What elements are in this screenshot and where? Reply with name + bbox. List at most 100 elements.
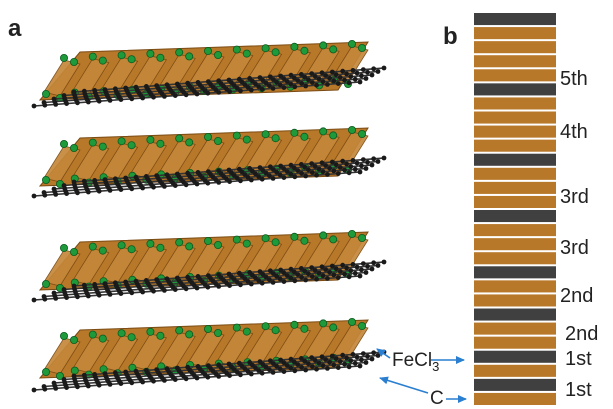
carbon-atom [327, 269, 332, 275]
carbon-atom [31, 103, 37, 109]
carbon-atom [359, 163, 364, 169]
carbon-atom [277, 276, 283, 282]
carbon-atom [205, 273, 211, 278]
carbon-atom [278, 267, 284, 273]
chlorine-atom [203, 47, 212, 56]
fecl3-stripe [474, 167, 556, 180]
carbon-atom [245, 84, 251, 90]
carbon-atom [359, 73, 364, 79]
carbon-atom [331, 168, 337, 174]
carbon-atom [51, 186, 57, 192]
carbon-atom [348, 164, 354, 170]
carbon-atom [299, 170, 304, 176]
carbon-atom [371, 350, 377, 356]
carbon-atom [81, 282, 87, 288]
carbon-atom [369, 72, 375, 78]
chlorine-atom [185, 52, 194, 61]
carbon-atom [342, 167, 347, 173]
carbon-atom [277, 82, 283, 88]
carbon-atom [309, 364, 315, 369]
carbon-atom [340, 262, 346, 268]
carbon-atom [363, 76, 369, 81]
carbon-atom [363, 270, 369, 275]
fecl3-stripe [474, 294, 556, 307]
carbon-atom [348, 358, 354, 363]
chlorine-atom [347, 229, 356, 238]
carbon-atom [360, 67, 366, 72]
carbon-atom [344, 161, 349, 167]
chlorine-atom [290, 320, 299, 329]
carbon-atom [247, 166, 253, 171]
chlorine-atom [271, 238, 280, 247]
carbon-atom [320, 169, 326, 175]
carbon-atom [288, 81, 294, 87]
carbon-atom [281, 175, 287, 181]
chlorine-atom [56, 371, 65, 380]
carbon-atom [371, 156, 377, 162]
carbon-atom [143, 368, 149, 373]
chlorine-atom [185, 138, 194, 147]
carbon-atom [348, 74, 354, 79]
carbon-atom [337, 75, 343, 80]
carbon-atom [309, 355, 315, 360]
carbon-atom [329, 263, 335, 269]
carbon-atom [267, 268, 273, 274]
carbon-atom [309, 71, 315, 76]
chlorine-atom [319, 319, 328, 328]
graphene-stripe [474, 378, 556, 391]
carbon-atom [154, 367, 160, 372]
carbon-atom [71, 89, 77, 95]
carbon-atom [335, 171, 341, 177]
fecl3-octahedron [100, 246, 139, 284]
chlorine-atom [127, 55, 136, 64]
carbon-atom [216, 362, 222, 368]
carbon-atom [346, 80, 352, 86]
carbon-atom [123, 85, 129, 91]
chlorine-atom [146, 49, 155, 58]
carbon-atom [299, 364, 304, 370]
carbon-atom [302, 74, 308, 80]
carbon-arrow [379, 376, 429, 394]
carbon-atom [360, 261, 366, 266]
chlorine-atom [357, 44, 366, 53]
fecl3-stripe [474, 125, 556, 138]
fecl3-octahedron [72, 336, 110, 374]
graphene-stripe [474, 83, 556, 96]
chlorine-atom [98, 56, 107, 65]
carbon-atom [112, 280, 118, 286]
carbon-atom [154, 277, 160, 282]
carbon-atom [185, 274, 191, 280]
chlorine-atom [213, 136, 222, 145]
stage-labels: 5th 4th 3rd 3rd 2nd 2nd 1st 1st [560, 68, 598, 401]
fecl3-stripe [474, 27, 556, 40]
chlorine-atom [329, 323, 338, 332]
carbon-atom [92, 372, 98, 377]
carbon-atom [292, 278, 298, 284]
carbon-atom [319, 264, 325, 270]
carbon-atom [288, 356, 294, 362]
carbon-atom [352, 166, 358, 172]
carbon-atom [174, 171, 180, 177]
stage-label-4th: 4th [560, 121, 588, 143]
carbon-atom [323, 357, 329, 362]
carbon-atom [375, 69, 381, 74]
carbon-atom [346, 274, 352, 280]
fecl3-stripe [474, 181, 556, 194]
carbon-atom [354, 264, 360, 270]
carbon-atom [331, 272, 337, 278]
carbon-atom [164, 82, 170, 88]
carbon-atom [288, 72, 294, 78]
chlorine-atom [300, 236, 309, 245]
stage-label-2nd-a: 2nd [560, 285, 593, 307]
chlorine-atom [146, 327, 155, 336]
carbon-atom [71, 179, 77, 185]
graphene-sheet [31, 349, 387, 393]
layer-stack [31, 40, 387, 393]
fecl3-stripe [474, 97, 556, 110]
carbon-atom [365, 69, 370, 75]
fecl3-octahedron [244, 327, 283, 365]
carbon-atom [325, 172, 330, 177]
carbon-atom [288, 275, 294, 281]
carbon-atom [320, 363, 326, 369]
